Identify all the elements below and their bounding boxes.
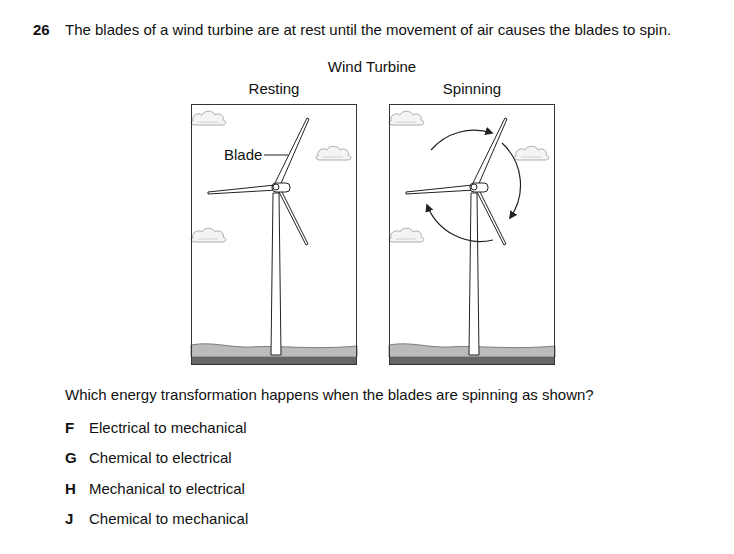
option-letter: F: [65, 419, 74, 437]
option-letter: J: [65, 510, 73, 528]
question-stem: The blades of a wind turbine are at rest…: [65, 21, 671, 39]
panel-heading: Spinning: [390, 80, 554, 98]
leader-line: [264, 155, 288, 156]
panel-box: Spinning: [389, 104, 555, 365]
rotation-arrows: [427, 130, 521, 241]
option-letter: G: [65, 449, 77, 467]
question-number: 26: [33, 21, 50, 39]
part-label: Blade: [224, 146, 262, 164]
option-letter: H: [65, 480, 76, 498]
diagram-title: Wind Turbine: [328, 58, 416, 76]
option-text: Chemical to electrical: [89, 449, 232, 467]
option-text: Mechanical to electrical: [89, 480, 245, 498]
panel-box: Resting: [191, 104, 357, 365]
panel-heading: Resting: [192, 80, 356, 98]
question-prompt: Which energy transformation happens when…: [65, 386, 594, 404]
option-text: Electrical to mechanical: [89, 419, 247, 437]
option-text: Chemical to mechanical: [89, 510, 248, 528]
